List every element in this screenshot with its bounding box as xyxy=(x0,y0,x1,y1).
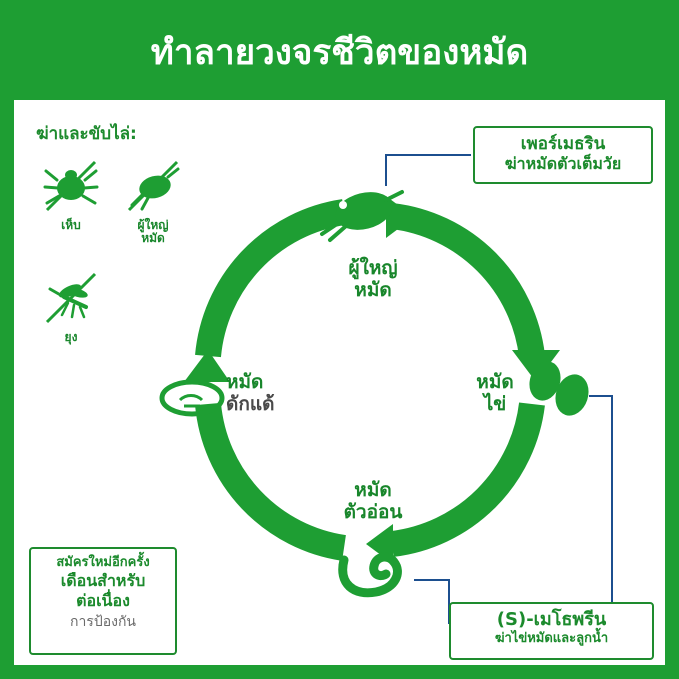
cycle-label-adult-line1: ผู้ใหญ่ xyxy=(348,257,398,279)
flea-crossed-icon xyxy=(122,155,184,217)
cycle-label-pupa-line2: ดักแด้ xyxy=(226,392,275,415)
cycle-label-larva: หมัด ตัวอ่อน xyxy=(318,479,428,524)
pest-label-mosquito: ยุง xyxy=(64,330,78,344)
callout-methoprene-line1: (S)-เมโธพรีน xyxy=(496,609,607,630)
page-title: ทำลายวงจรชีวิตของหมัด xyxy=(150,32,529,73)
cycle-label-egg: หมัด ไข่ xyxy=(455,371,535,416)
pest-label-adult-flea-line2: หมัด xyxy=(141,231,165,246)
callout-methoprene-line2: ฆ่าไข่หมัดและลูกน้ำ xyxy=(494,630,609,646)
callout-reapply-line4: การป้องกัน xyxy=(69,614,137,631)
cycle-label-adult: ผู้ใหญ่ หมัด xyxy=(318,257,428,302)
callout-methoprene: (S)-เมโธพรีน ฆ่าไข่หมัดและลูกน้ำ xyxy=(449,602,654,660)
callout-reapply-line2: เดือนสำหรับ xyxy=(60,571,146,591)
cycle-label-larva-line2: ตัวอ่อน xyxy=(343,500,403,523)
pest-label-tick: เห็บ xyxy=(61,218,81,232)
callout-reapply-line3: ต่อเนื่อง xyxy=(76,591,130,611)
kill-and-repel-heading: ฆ่าและขับไล่: xyxy=(36,124,137,144)
pest-label-adult-flea-line1: ผู้ใหญ่ xyxy=(137,218,169,232)
mosquito-crossed-icon xyxy=(40,267,102,329)
cycle-label-larva-line1: หมัด xyxy=(354,479,392,501)
title-bar: ทำลายวงจรชีวิตของหมัด xyxy=(14,14,665,92)
pest-item-adult-flea: ผู้ใหญ่ หมัด xyxy=(116,155,190,245)
cycle-label-egg-line1: หมัด xyxy=(476,371,514,393)
cycle-label-pupa: หมัด ดักแด้ xyxy=(226,371,336,416)
pest-item-mosquito: ยุง xyxy=(34,267,108,344)
callout-reapply: สมัครใหม่อีกครั้ง เดือนสำหรับ ต่อเนื่อง … xyxy=(29,547,177,655)
callout-permethrin-line1: เพอร์เมธริน xyxy=(520,134,606,154)
cycle-label-pupa-line1: หมัด xyxy=(226,371,264,393)
tick-crossed-icon xyxy=(40,155,102,217)
callout-permethrin: เพอร์เมธริน ฆ่าหมัดตัวเต็มวัย xyxy=(473,126,653,184)
callout-reapply-line1: สมัครใหม่อีกครั้ง xyxy=(56,555,150,570)
pest-label-adult-flea: ผู้ใหญ่ หมัด xyxy=(116,218,190,246)
cycle-label-egg-line2: ไข่ xyxy=(483,392,507,415)
cycle-label-adult-line2: หมัด xyxy=(354,278,392,301)
callout-permethrin-line2: ฆ่าหมัดตัวเต็มวัย xyxy=(504,154,622,174)
pest-item-tick: เห็บ xyxy=(34,155,108,232)
